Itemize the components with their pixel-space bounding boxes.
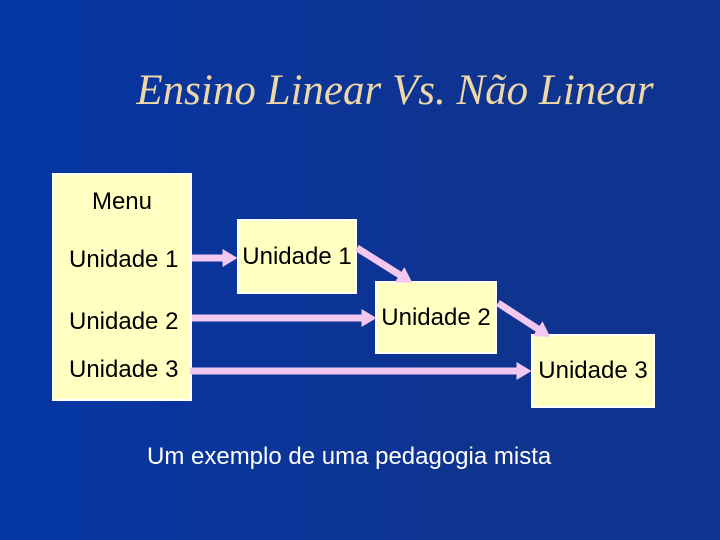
menu-item-unidade-1: Unidade 1 (69, 246, 179, 273)
slide-title: Ensino Linear Vs. Não Linear (136, 67, 654, 114)
menu-item-unidade-3: Unidade 3 (69, 356, 179, 383)
arrow-unit1-to-unit2 (355, 245, 413, 283)
slide-caption: Um exemplo de uma pedagogia mista (147, 443, 552, 470)
menu-header: Menu (91, 188, 153, 215)
arrow-unit2-to-unit3 (496, 300, 551, 337)
menu-item-unidade-2: Unidade 2 (69, 308, 179, 335)
node-unidade-2: Unidade 2 (375, 281, 497, 354)
node-unidade-3: Unidade 3 (531, 334, 655, 408)
menu-box: Menu Unidade 1 Unidade 2 Unidade 3 (52, 173, 192, 401)
node-unidade-1: Unidade 1 (237, 219, 357, 294)
